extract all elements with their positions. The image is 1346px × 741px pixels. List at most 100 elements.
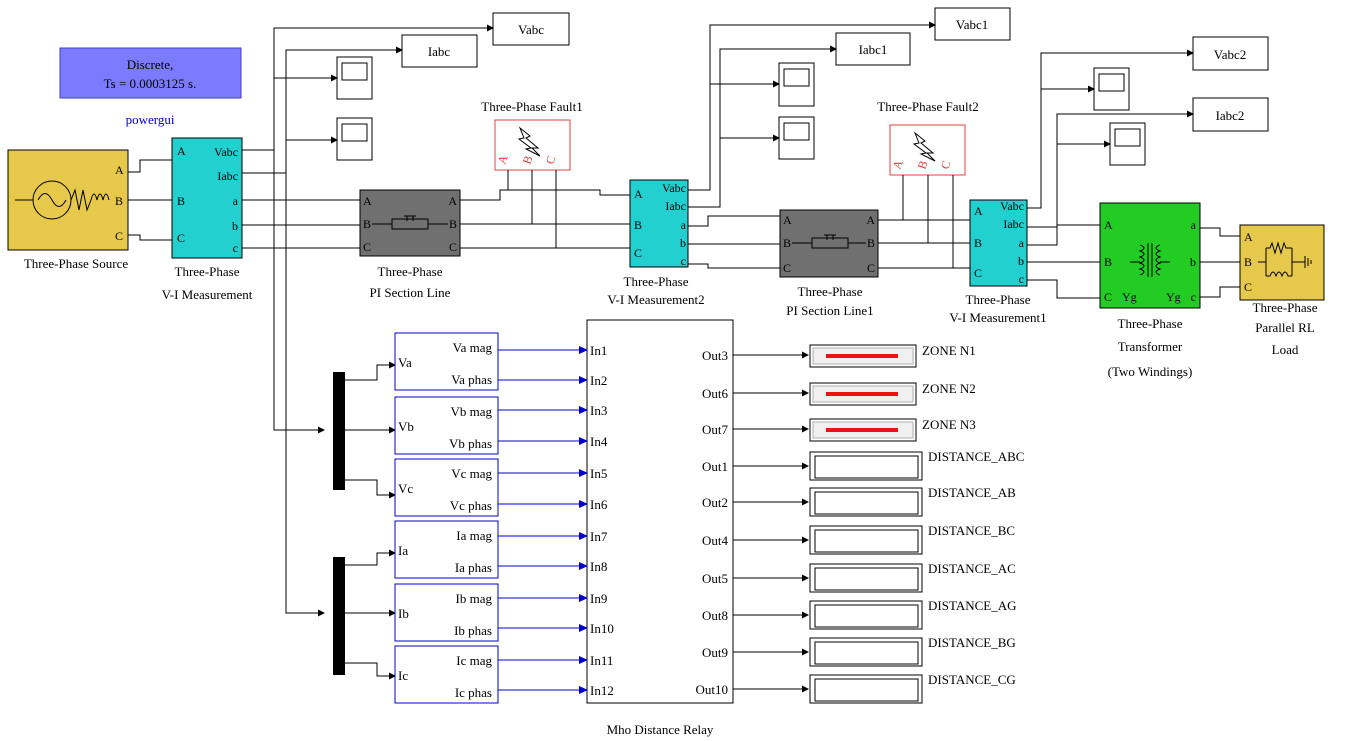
goto-vabc2[interactable]: Vabc2 xyxy=(1192,36,1269,71)
goto-iabc[interactable]: Iabc xyxy=(401,34,478,68)
distance-display-distance_cg[interactable]: DISTANCE_CG xyxy=(733,672,1016,704)
pi-section-line-block[interactable]: A B C A B C Three-Phase PI Section Line xyxy=(359,189,461,300)
goto-vabc2-label: Vabc2 xyxy=(1214,47,1247,62)
goto-vabc[interactable]: Vabc xyxy=(492,12,570,46)
tr-in-c: C xyxy=(1104,290,1112,304)
distance-display-distance_ab[interactable]: DISTANCE_AB xyxy=(733,485,1016,517)
parallel-rl-load-block[interactable]: A B C Three-Phase Parallel RL Load xyxy=(1239,224,1325,357)
three-phase-source-block[interactable]: A B C Three-Phase Source xyxy=(7,149,129,271)
vi1-out-iabc: Iabc xyxy=(1003,217,1024,231)
distance-display-distance_bg[interactable]: DISTANCE_BG xyxy=(733,635,1016,667)
tr-in-b: B xyxy=(1104,255,1112,269)
vi1-out-b: b xyxy=(1018,254,1024,268)
vi1-label1: Three-Phase xyxy=(966,292,1031,307)
load-label3: Load xyxy=(1272,342,1299,357)
vi2-label2: V-I Measurement2 xyxy=(607,292,704,307)
vi2-out-c: c xyxy=(681,254,686,268)
powergui-line1: Discrete, xyxy=(127,57,174,72)
load-label1: Three-Phase xyxy=(1253,300,1318,315)
seq-out-mag: Vb mag xyxy=(450,404,492,419)
fault1-label: Three-Phase Fault1 xyxy=(481,99,582,114)
scope-3[interactable] xyxy=(778,62,815,107)
rl-load-icon xyxy=(1258,241,1312,278)
relay-in-port-5: In5 xyxy=(590,466,607,481)
load-label2: Parallel RL xyxy=(1255,320,1315,335)
tr-winding-right: Yg xyxy=(1166,290,1181,304)
seq-out-phas: Ic phas xyxy=(455,685,492,700)
goto-iabc1[interactable]: Iabc1 xyxy=(835,32,911,66)
seq-out-phas: Ib phas xyxy=(454,623,492,638)
transformer-coil-icon xyxy=(1130,243,1170,277)
three-phase-transformer-block[interactable]: A B C a b c Yg Yg Three-Phase Transforme… xyxy=(1099,202,1201,379)
vi1-in-a: A xyxy=(974,204,983,218)
three-phase-fault1-block[interactable]: Three-Phase Fault1 A B C xyxy=(481,99,583,171)
distance-label: DISTANCE_AG xyxy=(928,598,1017,613)
three-phase-fault2-block[interactable]: Three-Phase Fault2 A B C xyxy=(877,99,979,176)
relay-out-port: Out1 xyxy=(702,459,728,474)
zone-display-2[interactable]: ZONE N2 xyxy=(733,381,976,406)
load-port-c: C xyxy=(1244,280,1252,294)
vi2-out-a: a xyxy=(681,218,687,232)
vi-measurement-block[interactable]: A B C Vabc Iabc a b c Three-Phase V-I Me… xyxy=(162,137,253,302)
scope-4[interactable] xyxy=(778,116,815,160)
distance-display-distance_ag[interactable]: DISTANCE_AG xyxy=(733,598,1017,630)
pi-line1-icon xyxy=(792,234,866,249)
vi-measurement2-block[interactable]: A B C Vabc Iabc a b c Three-Phase V-I Me… xyxy=(607,179,705,307)
zone-display-1[interactable]: ZONE N1 xyxy=(733,343,976,368)
relay-out-port: Out3 xyxy=(702,348,728,363)
ac-source-icon xyxy=(15,180,110,220)
pi-port-b-left: B xyxy=(363,217,371,231)
source-port-a: A xyxy=(115,163,124,177)
distance-display-distance_ac[interactable]: DISTANCE_AC xyxy=(733,561,1016,593)
scope-screen-icon xyxy=(783,122,810,141)
vi-label2: V-I Measurement xyxy=(162,287,253,302)
demux-wires xyxy=(345,361,396,680)
scope-6[interactable] xyxy=(1109,122,1146,166)
scope-2[interactable] xyxy=(336,117,373,161)
tr-out-c: c xyxy=(1191,290,1196,304)
distance-display-distance_abc[interactable]: DISTANCE_ABC xyxy=(733,449,1024,481)
powergui-block[interactable]: Discrete, Ts = 0.0003125 s. powergui xyxy=(59,47,242,127)
relay-in-port-3: In3 xyxy=(590,403,607,418)
scope-screen-icon xyxy=(1098,73,1125,92)
distance-label: DISTANCE_BG xyxy=(928,635,1016,650)
vi1-out-a: a xyxy=(1019,236,1025,250)
tr-label1: Three-Phase xyxy=(1118,316,1183,331)
vi2-out-b: b xyxy=(680,236,686,250)
vi2-out-vabc: Vabc xyxy=(662,181,686,195)
relay-out-port: Out10 xyxy=(696,682,729,697)
goto-vabc1-label: Vabc1 xyxy=(956,17,989,32)
vi-out-c: c xyxy=(233,241,238,255)
goto-vabc1[interactable]: Vabc1 xyxy=(934,7,1011,41)
vi-measurement1-block[interactable]: A B C Vabc Iabc a b c Three-Phase V-I Me… xyxy=(949,199,1046,325)
tr-out-a: a xyxy=(1191,218,1197,232)
scope-5[interactable] xyxy=(1093,67,1130,111)
vi2-in-c: C xyxy=(634,246,642,260)
scope-1[interactable] xyxy=(336,56,373,100)
zone-display-3[interactable]: ZONE N3 xyxy=(733,417,976,442)
source-port-b: B xyxy=(115,194,123,208)
relay-in-port-7: In7 xyxy=(590,529,608,544)
vi-out-b: b xyxy=(232,219,238,233)
lightning2-icon xyxy=(912,131,936,162)
vi-in-a: A xyxy=(177,144,186,158)
pi1-port-a-left: A xyxy=(783,213,792,227)
vi1-in-c: C xyxy=(974,266,982,280)
mho-distance-relay-block[interactable]: Mho Distance Relay xyxy=(586,319,734,737)
pi-section-line1-block[interactable]: A B C A B C Three-Phase PI Section Line1 xyxy=(779,209,879,318)
goto-iabc2[interactable]: Iabc2 xyxy=(1192,97,1269,132)
seq-out-mag: Ia mag xyxy=(456,528,492,543)
tr-winding-left: Yg xyxy=(1122,290,1137,304)
distance-label: DISTANCE_BC xyxy=(928,523,1015,538)
relay-out-port: Out2 xyxy=(702,495,728,510)
seq-out-mag: Ib mag xyxy=(456,591,493,606)
relay-ports: In1In2In3In4In5In6In7In8In9In10In11In12O… xyxy=(498,343,729,698)
distance-display-distance_bc[interactable]: DISTANCE_BC xyxy=(733,523,1015,555)
distance-label: DISTANCE_AB xyxy=(928,485,1016,500)
